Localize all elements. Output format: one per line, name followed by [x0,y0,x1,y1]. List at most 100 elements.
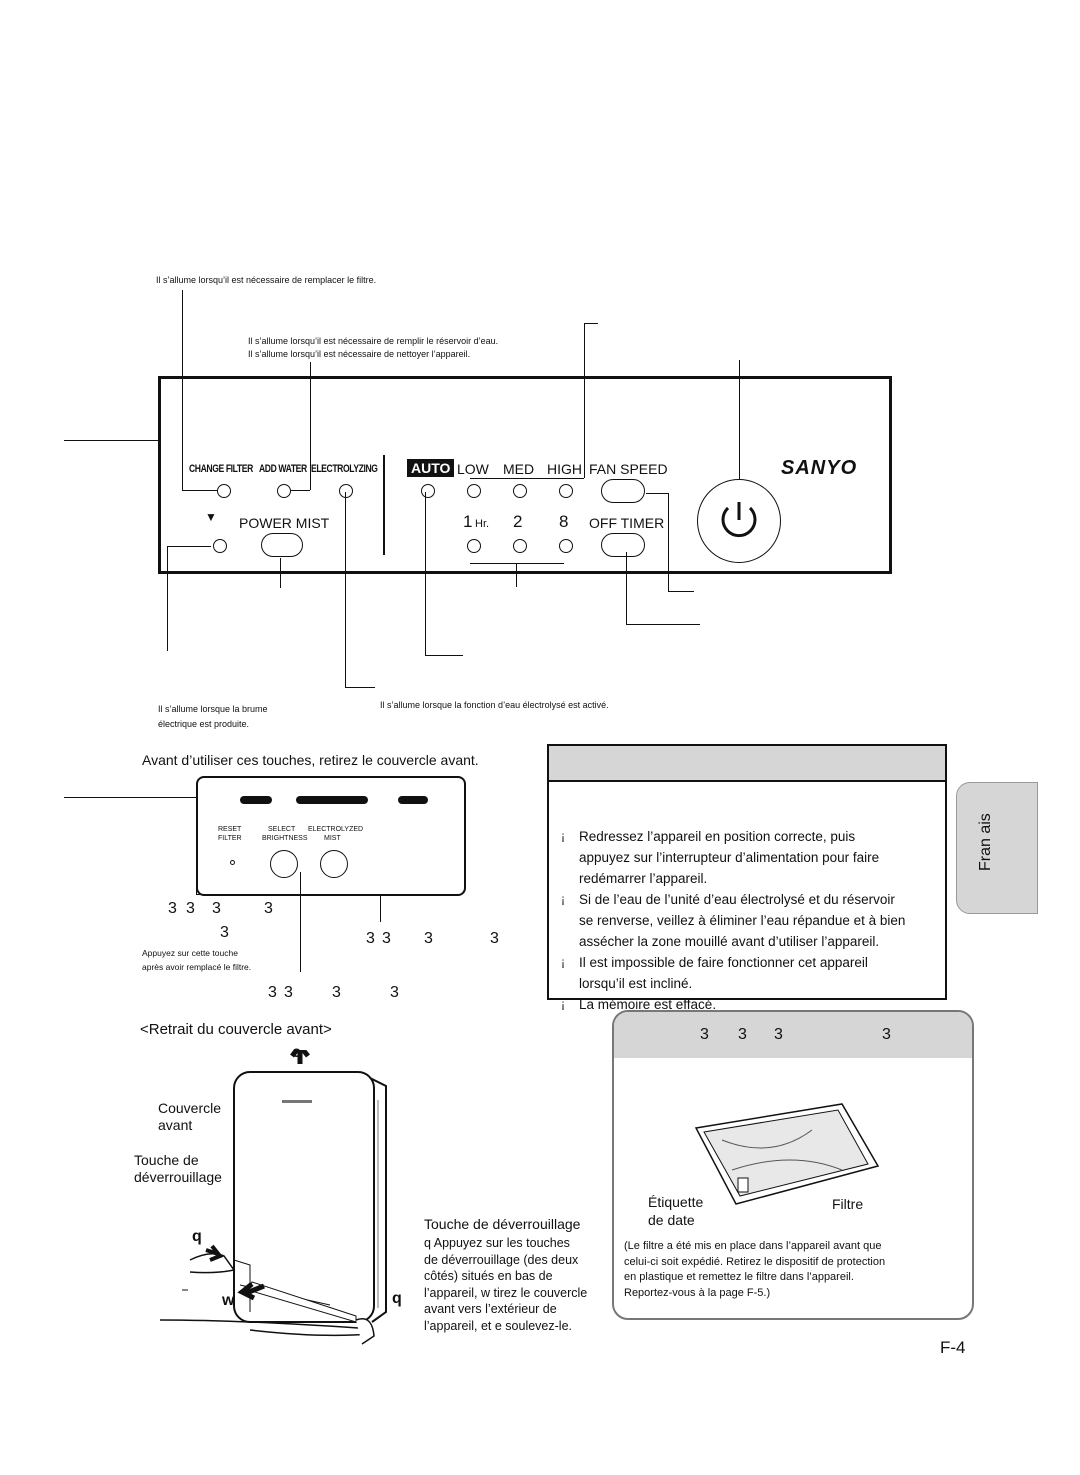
missing-glyph: 3 [738,1026,747,1043]
label-reset: RESET [218,826,242,833]
label-timer-1: 1 [463,512,473,531]
power-icon [721,502,757,538]
missing-glyph: 3 [268,984,277,1001]
auto-led [421,484,435,498]
label-auto: AUTO [407,459,455,477]
leader-line [167,546,168,651]
unlock-label-2: déverrouillage [134,1169,222,1185]
cover-label-1: Couvercle [158,1100,222,1116]
fan-speed-button[interactable] [601,479,645,503]
leader-line [584,323,598,324]
warning-line: Redressez l’appareil en position correct… [579,829,856,844]
warning-box: ¡ Redressez l’appareil en position correc… [547,744,947,1012]
callout-mist-1: Il s’allume lorsque la brume [158,704,268,714]
date-label-2: de date [648,1212,695,1228]
language-tab-label: Fran ais [977,813,994,871]
label-filter: FILTER [218,835,242,842]
indicator-bar [240,796,272,804]
indicator-bar [398,796,428,804]
leader-line [196,864,197,894]
missing-glyph: 3 [264,900,273,917]
power-mist-led [213,539,227,553]
electrolyzed-mist-button[interactable] [320,850,348,878]
label-select: SELECT [268,826,296,833]
mist-icon: ▼ [205,510,218,524]
leader-line [64,797,196,798]
reset-note-2: après avoir remplacé le filtre. [142,962,252,972]
leader-line [470,478,584,479]
label-med: MED [503,461,535,477]
add-water-led [277,484,291,498]
warning-line: La mémoire est effacé. [579,997,717,1012]
label-timer-hr: Hr. [475,518,490,530]
bullet-mark: ¡ [561,955,565,969]
label-low: LOW [457,461,489,477]
leader-line [380,894,400,895]
warning-line: Si de l’eau de l’unité d’eau électrolysé… [579,892,895,907]
missing-glyph: 3 [366,930,375,947]
filter-note-line: Reportez-vous à la page F-5.) [624,1286,771,1299]
filter-label: Filtre [832,1196,864,1212]
label-electrolyzing: ELECTROLYZING [311,463,378,475]
leader-line [425,655,463,656]
leader-line [182,490,222,491]
off-timer-button[interactable] [601,533,645,557]
removal-step-line: avant vers l’extérieur de [424,1302,557,1316]
missing-glyph: 3 [490,930,499,947]
bullet-mark: ¡ [561,892,565,906]
label-timer-8: 8 [559,512,569,531]
filter-box-header: 3 3 3 3 [614,1012,972,1058]
warning-line: assécher la zone mouillé avant d’utilise… [579,934,880,949]
leader-line [300,872,301,972]
date-label-1: Étiquette [648,1194,704,1210]
label-off-timer: OFF TIMER [589,515,665,531]
electrolyzing-led [339,484,353,498]
removal-heading: <Retrait du couvercle avant> [140,1021,332,1038]
leader-line [345,687,375,688]
bullet-mark: ¡ [561,829,565,843]
unit-illustration [160,1050,387,1345]
power-button[interactable] [697,479,781,563]
bullet-mark: ¡ [561,997,565,1011]
leader-line [425,492,426,655]
filter-note-line: (Le filtre a été mis en place dans l’app… [624,1240,882,1252]
warning-line: appuyez sur l’interrupteur d’alimentatio… [579,850,880,865]
missing-glyph: 3 [212,900,221,917]
callout-change-filter: Il s’allume lorsqu’il est nécessaire de … [156,275,377,285]
indicator-bar [296,796,368,804]
callout-mist-2: électrique est produite. [158,719,250,729]
label-change-filter: CHANGE FILTER [189,463,253,475]
panel-divider [383,455,385,555]
leader-line [516,563,517,587]
leader-line [310,362,311,490]
removal-step-line: l’appareil, et e soulevez-le. [424,1318,572,1333]
missing-glyph: 3 [186,900,195,917]
timer-1hr-led [467,539,481,553]
label-w: w [222,1292,235,1309]
unlock-heading: Touche de déverrouillage [424,1216,581,1232]
unlock-label-1: Touche de [134,1152,199,1168]
label-fan-speed: FAN SPEED [589,461,668,477]
power-mist-button[interactable] [261,533,303,557]
sub-panel-instruction: Avant d’utiliser ces touches, retirez le… [142,752,479,768]
missing-glyph: 3 [700,1026,709,1043]
warning-box-header [549,746,945,782]
reset-filter-button[interactable] [230,860,235,865]
filter-note-line: en plastique et remettez le filtre dans … [624,1271,854,1283]
select-brightness-button[interactable] [270,850,298,878]
removal-step-line: côtés) situés en bas de [424,1269,553,1283]
leader-line [167,546,211,547]
removal-step-line: q Appuyez sur les touches [424,1236,570,1250]
label-high: HIGH [547,461,582,477]
missing-glyph: 3 [382,930,391,947]
warning-line: redémarrer l’appareil. [579,871,708,886]
label-electrolyzed: ELECTROLYZED [308,826,364,833]
timer-8hr-led [559,539,573,553]
high-led [559,484,573,498]
sub-panel: RESET FILTER SELECT BRIGHTNESS ELECTROLY… [196,776,466,896]
leader-line [470,563,564,564]
cover-label-2: avant [158,1117,193,1133]
missing-glyph: 3 [332,984,341,1001]
leader-line [626,624,700,625]
missing-glyph: 3 [424,930,433,947]
